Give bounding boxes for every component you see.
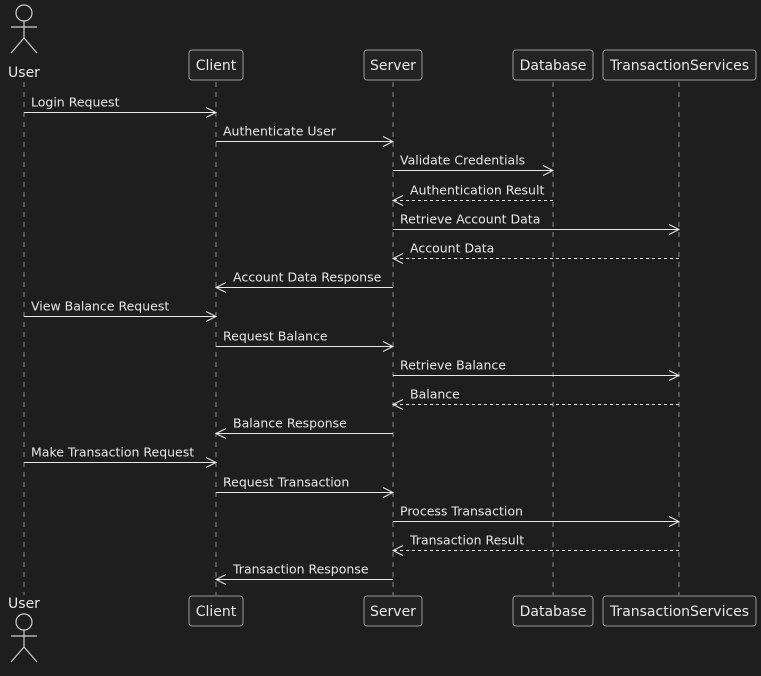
message-2: Validate Credentials [393, 153, 555, 176]
message-label: Retrieve Balance [400, 358, 506, 373]
arrowhead-icon [214, 428, 227, 439]
arrowhead-icon [668, 370, 681, 381]
arrowhead-icon [542, 165, 555, 176]
message-label: Login Request [31, 95, 120, 110]
arrowhead-icon [382, 487, 395, 498]
message-label: View Balance Request [31, 299, 169, 314]
participant-label-database-bottom: Database [520, 604, 587, 620]
arrowhead-icon [382, 341, 395, 352]
message-11: Balance Response [214, 416, 393, 439]
message-10: Balance [391, 387, 679, 410]
message-label: Account Data Response [233, 270, 382, 285]
participant-box-server-top: Server [363, 49, 423, 81]
message-16: Transaction Response [214, 562, 393, 585]
message-12: Make Transaction Request [24, 445, 218, 468]
message-label: Transaction Response [232, 562, 369, 577]
message-1: Authenticate User [216, 124, 395, 147]
message-label: Account Data [410, 241, 494, 256]
message-9: Retrieve Balance [393, 358, 681, 381]
participant-box-client-top: Client [188, 49, 244, 81]
arrowhead-icon [391, 195, 404, 206]
participant-box-txsvc-bottom: TransactionServices [602, 595, 757, 627]
message-label: Validate Credentials [400, 153, 525, 168]
participant-label-server-bottom: Server [370, 604, 416, 620]
participant-box-database-bottom: Database [512, 595, 594, 627]
message-4: Retrieve Account Data [393, 212, 681, 235]
participant-label-txsvc-bottom: TransactionServices [609, 604, 749, 620]
message-label: Authentication Result [410, 183, 544, 198]
message-7: View Balance Request [24, 299, 218, 322]
arrowhead-icon [205, 311, 218, 322]
arrowhead-icon [214, 574, 227, 585]
message-label: Make Transaction Request [31, 445, 194, 460]
message-15: Transaction Result [391, 533, 679, 556]
arrowhead-icon [668, 516, 681, 527]
message-label: Request Balance [223, 329, 328, 344]
arrowhead-icon [391, 253, 404, 264]
message-13: Request Transaction [216, 475, 395, 498]
participant-label-txsvc-top: TransactionServices [609, 58, 749, 74]
message-label: Authenticate User [223, 124, 337, 139]
message-label: Retrieve Account Data [400, 212, 540, 227]
arrowhead-icon [391, 399, 404, 410]
message-3: Authentication Result [391, 183, 553, 206]
participant-box-database-top: Database [512, 49, 594, 81]
participant-box-client-bottom: Client [188, 595, 244, 627]
message-label: Process Transaction [400, 504, 523, 519]
message-label: Balance Response [233, 416, 347, 431]
participant-label-client-top: Client [196, 58, 237, 74]
message-label: Balance [410, 387, 460, 402]
arrowhead-icon [214, 282, 227, 293]
actor-figure-icon-top [10, 4, 38, 54]
actor-figure-icon-bottom [10, 613, 38, 663]
arrowhead-icon [391, 545, 404, 556]
participant-label-server-top: Server [370, 58, 416, 74]
message-14: Process Transaction [393, 504, 681, 527]
arrowhead-icon [205, 457, 218, 468]
message-label: Request Transaction [223, 475, 349, 490]
message-0: Login Request [24, 95, 218, 118]
arrowhead-icon [668, 224, 681, 235]
arrowhead-icon [205, 107, 218, 118]
participant-label-user-top: User [8, 65, 40, 81]
message-label: Transaction Result [409, 533, 524, 548]
message-6: Account Data Response [214, 270, 393, 293]
message-8: Request Balance [216, 329, 395, 352]
participant-box-txsvc-top: TransactionServices [602, 49, 757, 81]
participant-label-user-bottom: User [8, 596, 40, 612]
participant-label-database-top: Database [520, 58, 587, 74]
participant-box-server-bottom: Server [363, 595, 423, 627]
participant-label-client-bottom: Client [196, 604, 237, 620]
message-5: Account Data [391, 241, 679, 264]
arrowhead-icon [382, 136, 395, 147]
